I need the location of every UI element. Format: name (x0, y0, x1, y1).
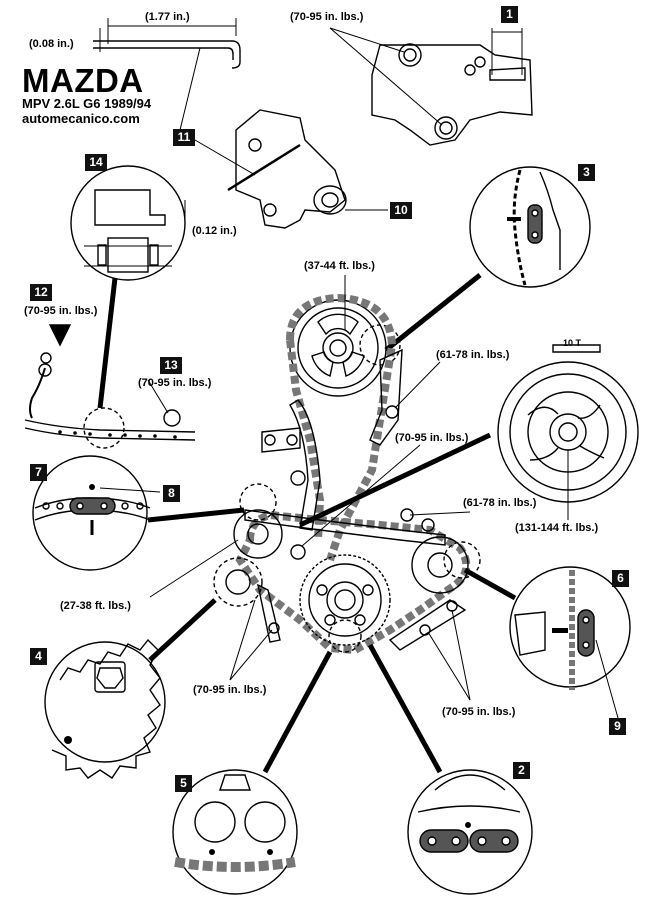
torque-center: (70-95 in. lbs.) (395, 432, 469, 444)
callout-5: 5 (175, 775, 192, 792)
torque-cam-sprocket: (37-44 ft. lbs.) (304, 260, 375, 272)
tensioner-detail (329, 27, 533, 146)
callout-9: 9 (609, 718, 626, 735)
torque-tensioner-top: (70-95 in. lbs.) (290, 11, 364, 23)
torque-crank-bolt: (131-144 ft. lbs.) (515, 522, 599, 534)
detail-circle-4 (44, 598, 217, 779)
tensioner-assembly (194, 109, 388, 229)
pulley-timing-marks: 10 T (563, 338, 582, 348)
engine-timing-assembly (213, 293, 481, 655)
model-label: MPV 2.6L G6 1989/94 (22, 96, 152, 111)
callout-4: 4 (30, 648, 47, 665)
detail-circle-6 (463, 566, 631, 719)
detail-circle-3 (384, 166, 591, 352)
dimension-0-08: (0.08 in.) (29, 38, 74, 50)
torque-left-guide: (70-95 in. lbs.) (193, 684, 267, 696)
brand-title: MAZDA (22, 62, 144, 99)
detail-circle-7 (32, 455, 245, 571)
guide-rail-left-detail (24, 324, 196, 449)
torque-61-78-upper: (61-78 in. lbs.) (436, 349, 510, 361)
callout-1: 1 (501, 6, 518, 23)
website-label: automecanico.com (22, 111, 140, 126)
callout-8: 8 (163, 485, 180, 502)
callout-3: 3 (578, 164, 595, 181)
callout-6: 6 (612, 570, 629, 587)
torque-item-13: (70-95 in. lbs.) (138, 377, 212, 389)
callout-7: 7 (30, 464, 47, 481)
torque-61-78-lower: (61-78 in. lbs.) (463, 497, 537, 509)
torque-right-guide: (70-95 in. lbs.) (442, 706, 516, 718)
crank-pulley (298, 344, 639, 528)
detail-circle-2 (367, 643, 533, 895)
torque-balance-sprocket: (27-38 ft. lbs.) (60, 600, 131, 612)
dimension-1-77: (1.77 in.) (145, 11, 190, 23)
torque-item-12: (70-95 in. lbs.) (24, 305, 98, 317)
callout-11: 11 (173, 129, 195, 146)
callout-14: 14 (85, 154, 107, 171)
detail-circle-14 (70, 165, 186, 409)
pin-dimension-drawing (93, 18, 241, 131)
detail-circle-5 (172, 650, 333, 895)
callout-12: 12 (30, 284, 52, 301)
callout-10: 10 (390, 202, 412, 219)
dimension-0-12: (0.12 in.) (192, 225, 237, 237)
leader-lines (147, 275, 471, 701)
callout-2: 2 (513, 762, 530, 779)
callout-13: 13 (160, 357, 182, 374)
